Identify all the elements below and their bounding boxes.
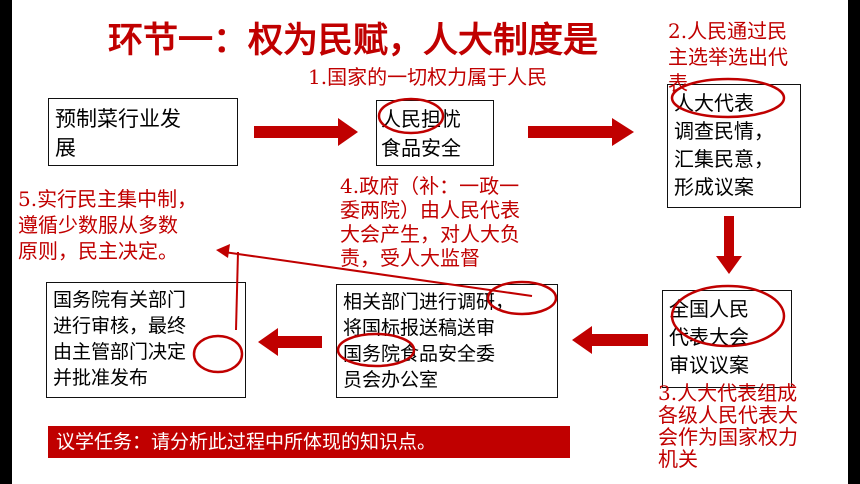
box-deputies: 人大代表 调查民情， 汇集民意， 形成议案 xyxy=(667,84,801,208)
note-4: 4.政府（补：一政一 委两院）由人民代表 大会产生，对人大负 责，受人大监督 xyxy=(340,174,520,270)
box-deputies-text: 人大代表 调查民情， 汇集民意， 形成议案 xyxy=(674,91,774,199)
slide-edge-left xyxy=(0,0,12,484)
box-state-council: 国务院有关部门 进行审核，最终 由主管部门决定 并批准发布 xyxy=(46,282,246,398)
arrow-prefab-to-worry xyxy=(254,118,358,146)
box-people-worry-text: 人民担忧 食品安全 xyxy=(381,107,461,160)
arrow-deputies-to-npc xyxy=(716,216,742,274)
highlight-circle-renmin xyxy=(377,97,445,135)
connector-arrowhead xyxy=(216,244,230,258)
box-departments: 相关部门进行调研， 将国标报送稿送审 国务院食品安全委 员会办公室 xyxy=(336,284,558,398)
box-npc-text: 全国人民 代表大会 审议议案 xyxy=(669,297,749,377)
slide-edge-right xyxy=(848,0,860,484)
note-5: 5.实行民主集中制， 遵循少数服从多数 原则，民主决定。 xyxy=(18,187,198,263)
arrow-npc-to-departments xyxy=(572,326,648,354)
note-3: 3.人大代表组成 各级人民代表大 会作为国家权力 机关 xyxy=(658,381,798,471)
arrow-departments-to-state-council xyxy=(258,328,322,356)
highlight-circle-jueding xyxy=(192,334,244,374)
highlight-circle-diaoyan xyxy=(486,280,558,316)
box-state-council-text: 国务院有关部门 进行审核，最终 由主管部门决定 并批准发布 xyxy=(53,289,187,389)
box-prefab-industry-text: 预制菜行业发 展 呈现井喷态势 xyxy=(55,107,181,160)
connector-state-council-to-note-5 xyxy=(235,251,239,331)
box-npc: 全国人民 代表大会 审议议案 xyxy=(662,290,792,388)
note-2: 2.人民通过民 主选举选出代 表 xyxy=(668,19,788,95)
arrow-worry-to-deputies xyxy=(528,118,634,146)
note-1: 1.国家的一切权力属于人民 xyxy=(308,65,548,89)
box-prefab-industry: 预制菜行业发 展 呈现井喷态势 xyxy=(48,98,238,166)
connector-to-note-5 xyxy=(223,251,533,297)
highlight-circle-quanguorenda xyxy=(670,284,786,348)
box-people-worry: 人民担忧 食品安全 xyxy=(376,100,494,166)
box-departments-text: 相关部门进行调研， 将国标报送稿送审 国务院食品安全委 员会办公室 xyxy=(343,291,515,391)
highlight-circle-rendadaibiao xyxy=(670,77,786,119)
highlight-circle-guowuyuan xyxy=(336,332,416,368)
flow-overlay xyxy=(192,77,786,374)
slide-stage: 环节一：权为民赋，人大制度是 预制菜行业发 展 呈现井喷态势 人民担忧 食品安全… xyxy=(12,0,848,484)
slide-title: 环节一：权为民赋，人大制度是 xyxy=(108,20,599,61)
task-banner: 议学任务：请分析此过程中所体现的知识点。 xyxy=(48,426,570,458)
